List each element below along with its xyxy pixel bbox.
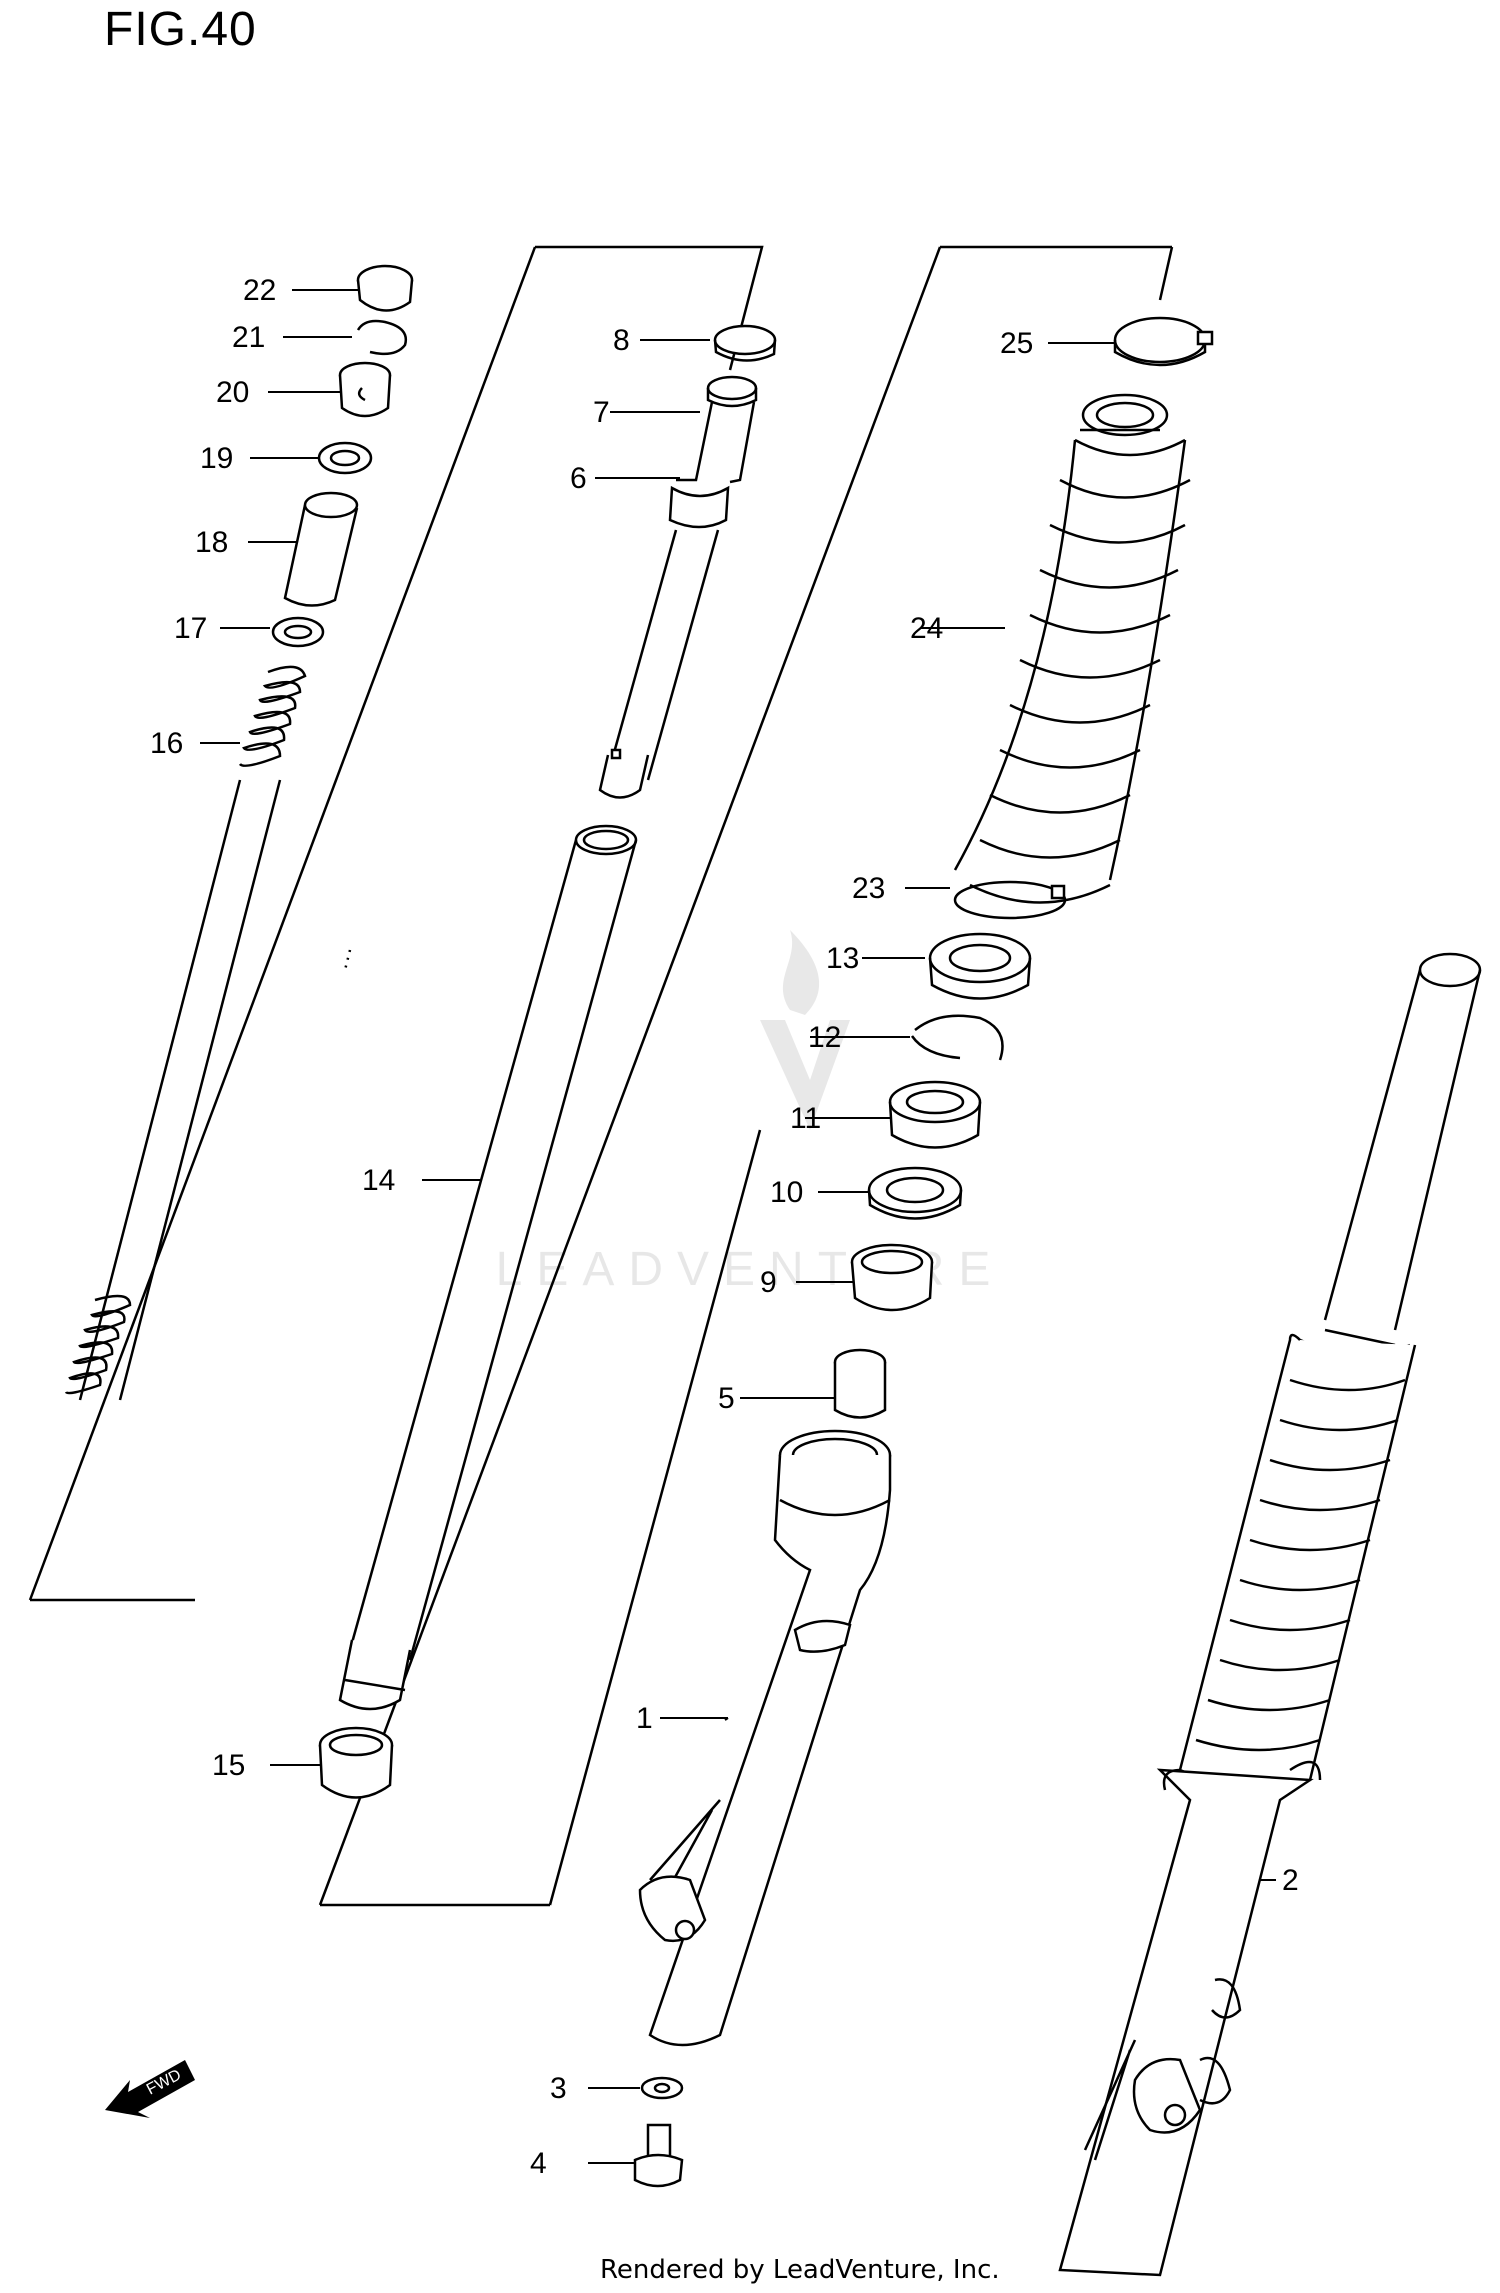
part-22-cap: [356, 264, 414, 312]
group-frames: [28, 245, 1174, 1907]
part-14-inner-tube: [338, 824, 638, 1711]
part-18-spacer: [283, 491, 359, 607]
figure-title: FIG.40: [104, 3, 257, 56]
footer-credit: Rendered by LeadVenture, Inc.: [600, 2255, 1000, 2285]
part-9-guide-bushing: [850, 1243, 934, 1312]
callout-18: 18: [195, 526, 228, 559]
callout-2: 2: [1282, 1864, 1299, 1897]
callout-23: 23: [852, 872, 885, 905]
callout-15: 15: [212, 1749, 245, 1782]
callout-19: 19: [200, 442, 233, 475]
callout-3: 3: [550, 2072, 567, 2105]
callout-25: 25: [1000, 327, 1033, 360]
middle-column-parts: [318, 324, 777, 1799]
fwd-arrow-icon: FWD: [105, 2060, 195, 2118]
callout-16: 16: [150, 727, 183, 760]
callout-1: 1: [636, 1702, 653, 1735]
callout-8: 8: [613, 324, 630, 357]
part-15-oil-lock: [318, 1726, 394, 1799]
callout-22: 22: [243, 274, 276, 307]
part-4-bolt: [633, 2123, 684, 2188]
part-8-ring: [713, 324, 777, 362]
part-24-dust-boot: [953, 393, 1191, 904]
part-20-plug: [338, 361, 392, 418]
callout-11: 11: [790, 1102, 821, 1135]
part-23-clamp: [953, 880, 1067, 920]
callout-10: 10: [770, 1176, 803, 1209]
callout-13: 13: [826, 942, 859, 975]
part-2-fork-assembly: [1058, 952, 1482, 2277]
part-10-washer: [867, 1166, 963, 1220]
left-column-parts: [64, 264, 414, 1401]
part-13-oil-seal: [928, 932, 1032, 1000]
callout-5: 5: [718, 1382, 735, 1415]
callout-4: 4: [530, 2147, 547, 2180]
callout-numbers: 22 21 20 19 18 17 16 14 15 8 7 6 5 1 3 4…: [150, 274, 1299, 2180]
part-19-washer: [317, 441, 373, 475]
callout-17: 17: [174, 612, 207, 645]
part-11-bushing: [888, 1080, 982, 1149]
callout-9: 9: [760, 1266, 777, 1299]
part-16-spring: [64, 665, 307, 1401]
part-6-damper-rod: [598, 375, 758, 799]
callout-14: 14: [362, 1164, 395, 1197]
part-25-clamp: [1113, 316, 1214, 367]
callout-6: 6: [570, 462, 587, 495]
part-5-damper-seat: [833, 1348, 887, 1419]
callout-20: 20: [216, 376, 249, 409]
part-12-stopper-ring: [910, 1014, 1004, 1061]
part-21-circlip: [356, 319, 408, 356]
part-17-seat: [271, 616, 325, 648]
callout-24: 24: [910, 612, 943, 645]
callout-12: 12: [808, 1021, 841, 1054]
part-1-outer-tube: [638, 1429, 892, 2047]
leader-lines: [200, 289, 1276, 2164]
callout-21: 21: [232, 321, 265, 354]
callout-7: 7: [593, 396, 610, 429]
part-3-washer: [640, 2076, 684, 2100]
right-middle-parts: [633, 316, 1214, 2188]
